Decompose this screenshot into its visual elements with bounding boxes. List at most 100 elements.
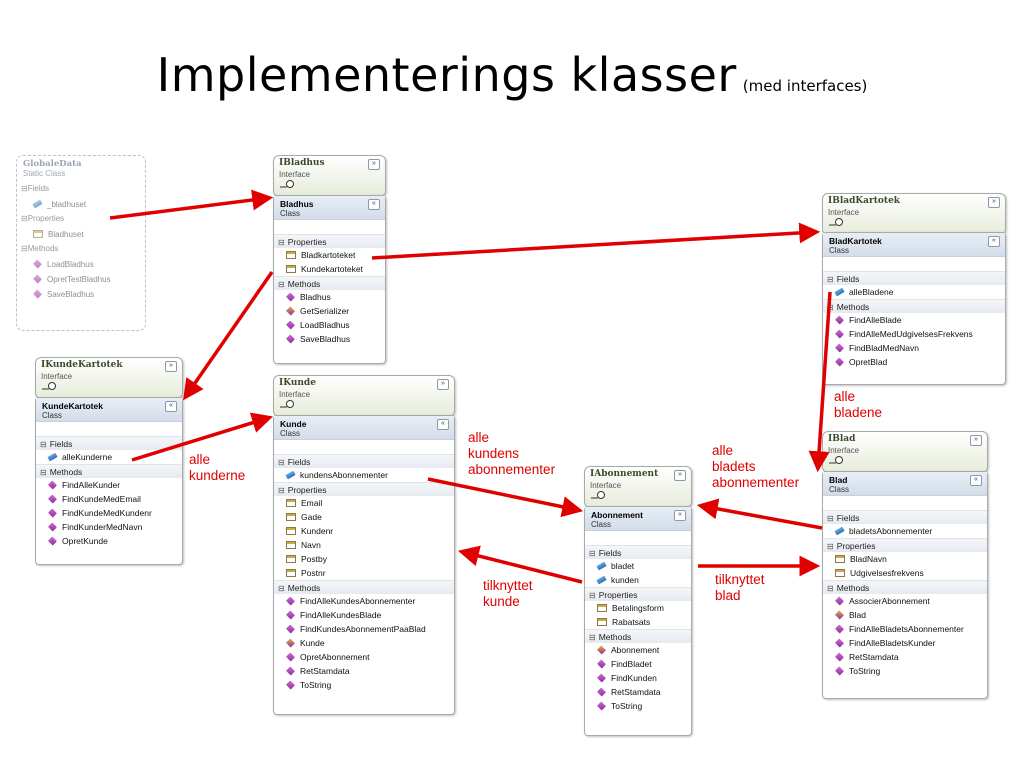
method-item[interactable]: FindAlleBladetsAbonnementer bbox=[823, 622, 987, 636]
chevron-double-icon[interactable]: « bbox=[437, 419, 449, 430]
method-item[interactable]: FindBladMedNavn bbox=[823, 341, 1005, 355]
method-item[interactable]: Abonnement bbox=[585, 643, 691, 657]
method-item[interactable]: FindAlleBladetsKunder bbox=[823, 636, 987, 650]
chevron-double-icon[interactable]: « bbox=[165, 401, 177, 412]
property-item[interactable]: Udgivelsesfrekvens bbox=[823, 566, 987, 580]
property-item[interactable]: Gade bbox=[274, 510, 454, 524]
chevron-double-icon[interactable]: » bbox=[368, 159, 380, 170]
methods-section[interactable]: Methods bbox=[585, 629, 691, 643]
method-item[interactable]: GetSerializer bbox=[274, 304, 385, 318]
method-item[interactable]: ToString bbox=[823, 664, 987, 678]
method-item[interactable]: ToString bbox=[585, 699, 691, 713]
properties-section[interactable]: Properties bbox=[17, 212, 145, 227]
ibladhus-interface[interactable]: IBladhus Interface » bbox=[273, 155, 386, 197]
properties-section[interactable]: Properties bbox=[823, 538, 987, 552]
field-item[interactable]: kunden bbox=[585, 573, 691, 587]
field-item[interactable]: _bladhuset bbox=[17, 197, 145, 212]
methods-section[interactable]: Methods bbox=[17, 242, 145, 257]
class-stereotype: Class bbox=[829, 246, 850, 255]
fields-section[interactable]: Fields bbox=[585, 545, 691, 559]
method-item[interactable]: FindBladet bbox=[585, 657, 691, 671]
chevron-double-icon[interactable]: » bbox=[674, 470, 686, 481]
method-item[interactable]: OpretBlad bbox=[823, 355, 1005, 369]
property-item[interactable]: Rabatsats bbox=[585, 615, 691, 629]
method-item[interactable]: ToString bbox=[274, 678, 454, 692]
properties-section[interactable]: Properties bbox=[274, 234, 385, 248]
chevron-double-icon[interactable]: « bbox=[988, 236, 1000, 247]
method-item[interactable]: FindAlleKundesBlade bbox=[274, 608, 454, 622]
property-item[interactable]: Kundekartoteket bbox=[274, 262, 385, 276]
fields-section[interactable]: Fields bbox=[823, 271, 1005, 285]
member-label: Postnr bbox=[301, 568, 326, 578]
methods-section[interactable]: Methods bbox=[823, 580, 987, 594]
method-item[interactable]: SaveBladhus bbox=[17, 287, 145, 302]
chevron-double-icon[interactable]: » bbox=[988, 197, 1000, 208]
method-item[interactable]: FindKunderMedNavn bbox=[36, 520, 182, 534]
property-item[interactable]: Kundenr bbox=[274, 524, 454, 538]
method-item[interactable]: RetStamdata bbox=[585, 685, 691, 699]
method-item[interactable]: OpretTestBladhus bbox=[17, 272, 145, 287]
chevron-double-icon[interactable]: « bbox=[674, 510, 686, 521]
method-item[interactable]: FindKundeMedEmail bbox=[36, 492, 182, 506]
properties-section[interactable]: Properties bbox=[585, 587, 691, 601]
chevron-double-icon[interactable]: » bbox=[437, 379, 449, 390]
fields-section[interactable]: Fields bbox=[17, 182, 145, 197]
property-item[interactable]: Betalingsform bbox=[585, 601, 691, 615]
field-item[interactable]: alleKunderne bbox=[36, 450, 182, 464]
method-item[interactable]: FindAlleKundesAbonnementer bbox=[274, 594, 454, 608]
methods-section[interactable]: Methods bbox=[274, 276, 385, 290]
member-label: FindKunderMedNavn bbox=[62, 522, 143, 532]
method-item[interactable]: FindKundesAbonnementPaaBlad bbox=[274, 622, 454, 636]
field-item[interactable]: alleBladene bbox=[823, 285, 1005, 299]
method-item[interactable]: OpretKunde bbox=[36, 534, 182, 548]
method-item[interactable]: FindAlleKunder bbox=[36, 478, 182, 492]
property-item[interactable]: Postnr bbox=[274, 566, 454, 580]
fields-section[interactable]: Fields bbox=[823, 510, 987, 524]
member-label: LoadBladhus bbox=[47, 260, 94, 269]
field-item[interactable]: bladet bbox=[585, 559, 691, 573]
properties-section[interactable]: Properties bbox=[274, 482, 454, 496]
property-item[interactable]: Postby bbox=[274, 552, 454, 566]
method-item[interactable]: OpretAbonnement bbox=[274, 650, 454, 664]
property-item[interactable]: Navn bbox=[274, 538, 454, 552]
fields-section[interactable]: Fields bbox=[274, 454, 454, 468]
property-item[interactable]: BladNavn bbox=[823, 552, 987, 566]
method-item[interactable]: SaveBladhus bbox=[274, 332, 385, 346]
fields-section[interactable]: Fields bbox=[36, 436, 182, 450]
chevron-double-icon[interactable]: » bbox=[970, 435, 982, 446]
method-item[interactable]: Bladhus bbox=[274, 290, 385, 304]
chevron-double-icon[interactable]: « bbox=[368, 199, 380, 210]
interface-name: IKundeKartotek bbox=[41, 360, 123, 370]
method-item[interactable]: LoadBladhus bbox=[17, 257, 145, 272]
methods-section[interactable]: Methods bbox=[823, 299, 1005, 313]
iblad-interface[interactable]: IBlad Interface » bbox=[822, 431, 988, 473]
field-item[interactable]: bladetsAbonnementer bbox=[823, 524, 987, 538]
field-item[interactable]: kundensAbonnementer bbox=[274, 468, 454, 482]
chevron-double-icon[interactable]: » bbox=[165, 361, 177, 372]
method-item[interactable]: Kunde bbox=[274, 636, 454, 650]
method-item[interactable]: AssocierAbonnement bbox=[823, 594, 987, 608]
method-item[interactable]: RetStamdata bbox=[274, 664, 454, 678]
method-item[interactable]: FindAlleBlade bbox=[823, 313, 1005, 327]
chevron-double-icon[interactable]: « bbox=[970, 475, 982, 486]
property-item[interactable]: Bladkartoteket bbox=[274, 248, 385, 262]
method-item[interactable]: LoadBladhus bbox=[274, 318, 385, 332]
methods-section[interactable]: Methods bbox=[36, 464, 182, 478]
method-item[interactable]: FindKunden bbox=[585, 671, 691, 685]
globaledata-static-class[interactable]: GlobaleData Static Class Fields _bladhus… bbox=[16, 155, 146, 331]
method-item[interactable]: FindKundeMedKundenr bbox=[36, 506, 182, 520]
methods-section[interactable]: Methods bbox=[274, 580, 454, 594]
method-item[interactable]: FindAlleMedUdgivelsesFrekvens bbox=[823, 327, 1005, 341]
property-item[interactable]: Bladhuset bbox=[17, 227, 145, 242]
method-item[interactable]: Blad bbox=[823, 608, 987, 622]
ikunde-interface[interactable]: IKunde Interface » bbox=[273, 375, 455, 417]
ibladkartotek-interface[interactable]: IBladKartotek Interface » bbox=[822, 193, 1006, 235]
method-item[interactable]: RetStamdata bbox=[823, 650, 987, 664]
property-item[interactable]: Email bbox=[274, 496, 454, 510]
